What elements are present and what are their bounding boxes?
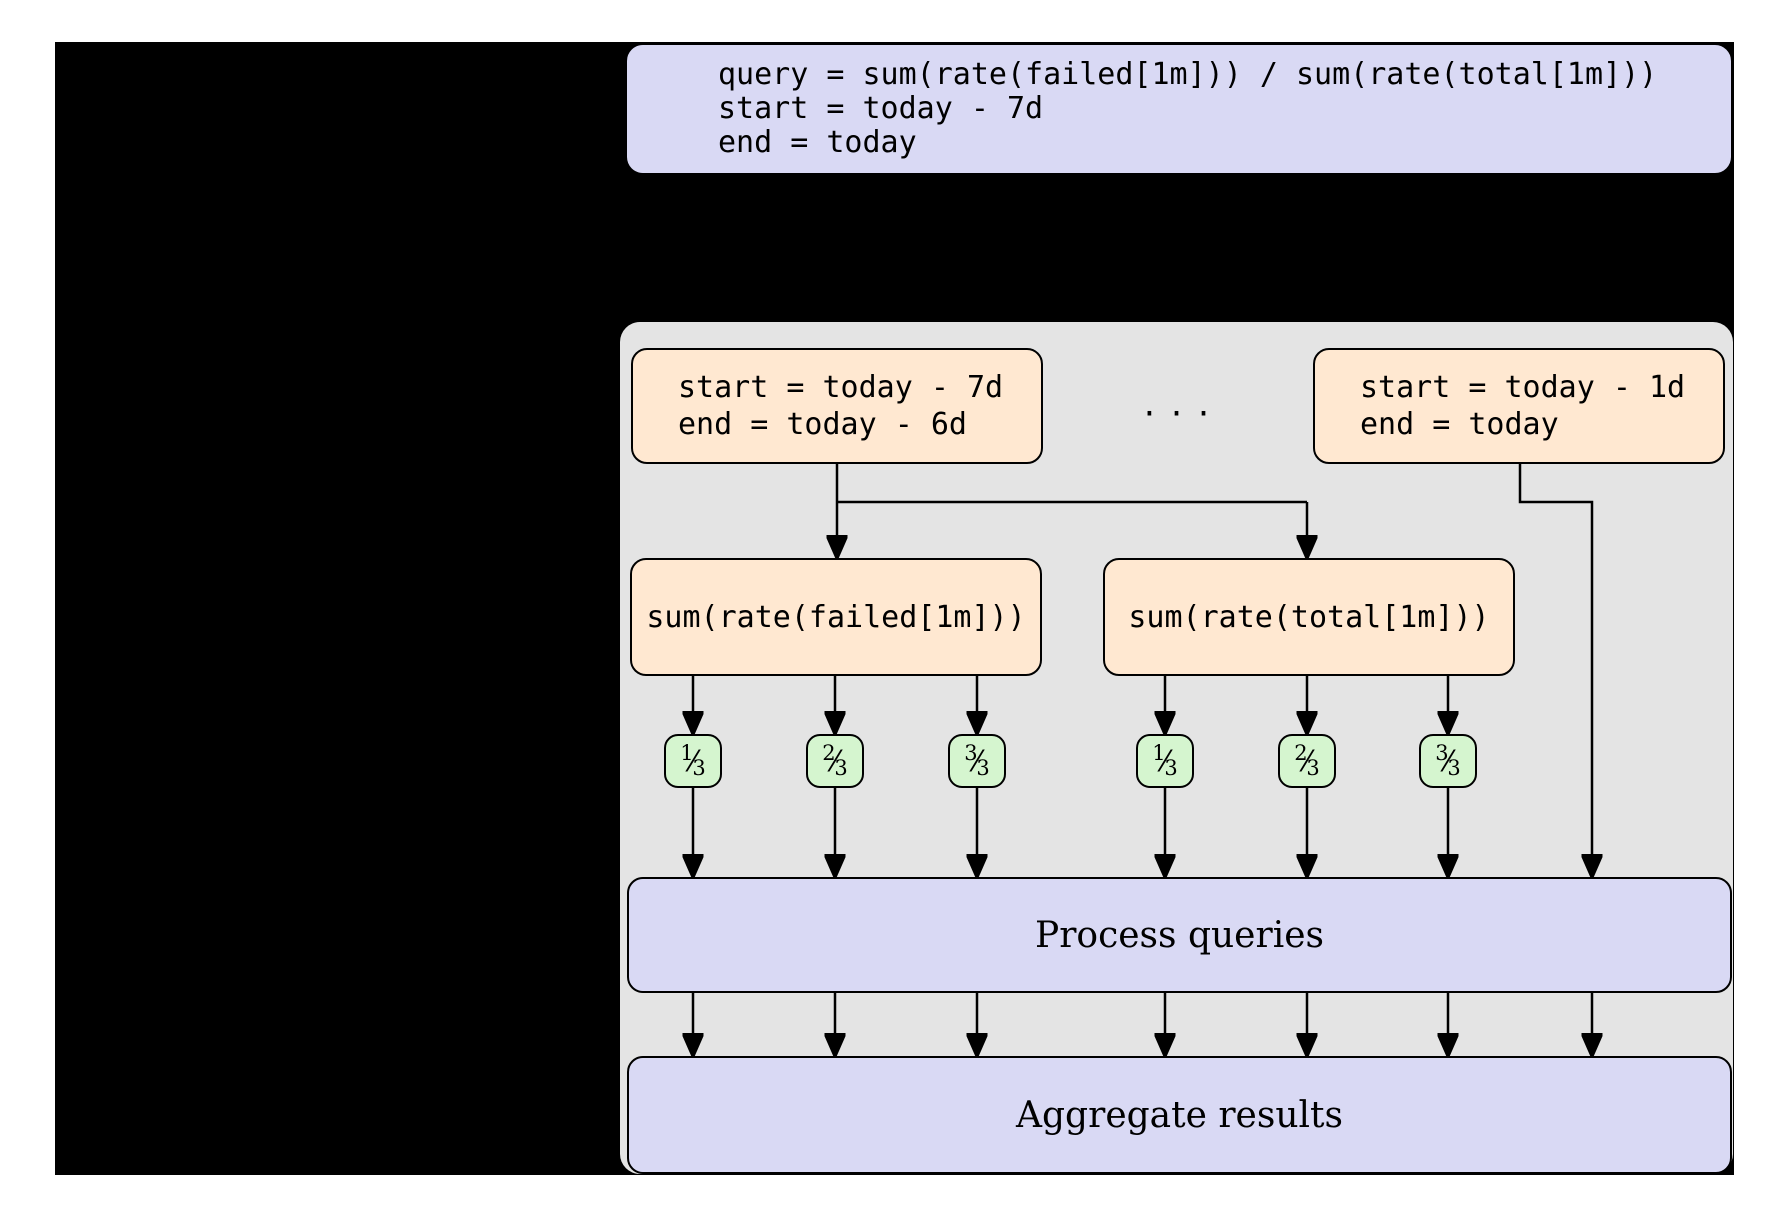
date-range-box-first: start = today - 7d end = today - 6d	[631, 348, 1043, 464]
fraction-slash: ⁄	[1445, 744, 1451, 778]
shard-denominator: 3	[1447, 756, 1461, 780]
process-queries-box: Process queries	[627, 877, 1732, 993]
shard-box: 2⁄3	[1278, 734, 1336, 788]
subquery-label: sum(rate(failed[1m]))	[646, 599, 1026, 635]
aggregate-results-box: Aggregate results	[627, 1056, 1732, 1174]
range-line: end = today	[1360, 407, 1559, 442]
range-line: start = today - 1d	[1360, 370, 1686, 405]
shard-denominator: 3	[1306, 756, 1320, 780]
fraction-slash: ⁄	[1304, 744, 1310, 778]
range-line: end = today - 6d	[678, 407, 967, 442]
shard-numerator: 3	[964, 741, 978, 765]
aggregate-results-label: Aggregate results	[1016, 1094, 1343, 1136]
range-line: start = today - 7d	[678, 370, 1004, 405]
shard-denominator: 3	[1164, 756, 1178, 780]
subquery-label: sum(rate(total[1m]))	[1128, 599, 1490, 635]
pipeline-panel: start = today - 7d end = today - 6d ... …	[620, 322, 1733, 1174]
shard-box: 1⁄3	[1136, 734, 1194, 788]
date-range-box-last: start = today - 1d end = today	[1313, 348, 1725, 464]
ellipsis: ...	[1140, 388, 1222, 424]
shard-numerator: 2	[1294, 741, 1308, 765]
shard-numerator: 1	[1152, 741, 1166, 765]
subquery-box-total: sum(rate(total[1m]))	[1103, 558, 1515, 676]
fraction-slash: ⁄	[974, 744, 980, 778]
shard-numerator: 1	[680, 741, 694, 765]
fraction-slash: ⁄	[690, 744, 696, 778]
process-queries-label: Process queries	[1034, 914, 1324, 956]
shard-denominator: 3	[976, 756, 990, 780]
shard-denominator: 3	[834, 756, 848, 780]
shard-box: 1⁄3	[664, 734, 722, 788]
query-code-line-2: start = today - 7d	[718, 91, 1044, 126]
fraction-slash: ⁄	[832, 744, 838, 778]
shard-denominator: 3	[692, 756, 706, 780]
shard-box: 3⁄3	[948, 734, 1006, 788]
shard-numerator: 2	[822, 741, 836, 765]
fraction-slash: ⁄	[1162, 744, 1168, 778]
query-definition-box: query = sum(rate(failed[1m])) / sum(rate…	[625, 43, 1733, 175]
query-code-line-3: end = today	[718, 125, 917, 160]
shard-box: 2⁄3	[806, 734, 864, 788]
query-code-line-1: query = sum(rate(failed[1m])) / sum(rate…	[718, 57, 1658, 92]
shard-numerator: 3	[1435, 741, 1449, 765]
shard-box: 3⁄3	[1419, 734, 1477, 788]
subquery-box-failed: sum(rate(failed[1m]))	[630, 558, 1042, 676]
